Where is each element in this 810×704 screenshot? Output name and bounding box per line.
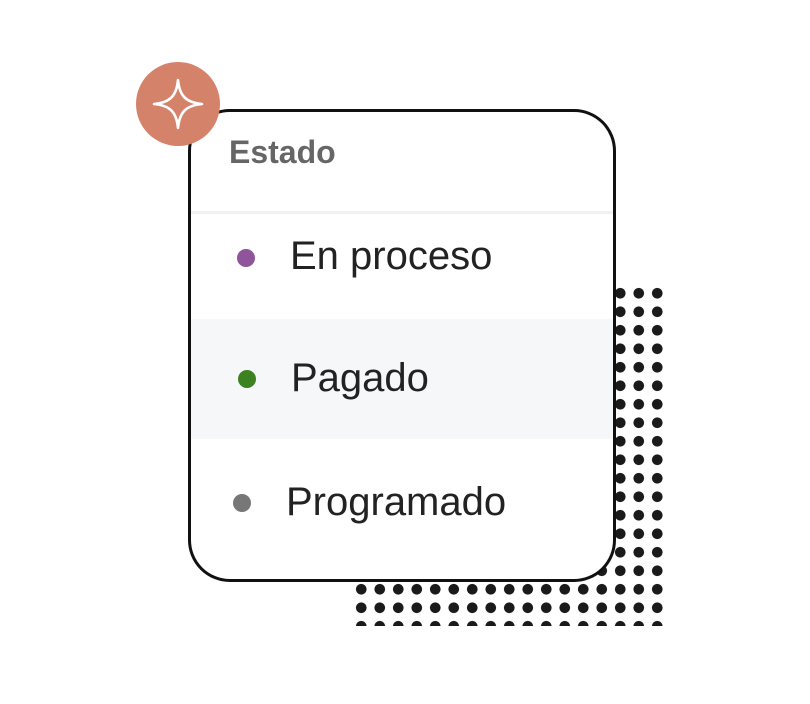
panel-title: Estado: [229, 134, 336, 170]
status-option-label: Programado: [286, 480, 507, 524]
status-dot-green: [238, 370, 256, 388]
status-dot-gray: [233, 494, 251, 512]
status-dot-purple: [237, 249, 255, 267]
status-option-programado[interactable]: Programado: [191, 439, 613, 559]
status-option-label: En proceso: [290, 234, 493, 278]
status-option-pagado[interactable]: Pagado: [191, 319, 613, 439]
panel-header: Estado: [191, 112, 613, 214]
status-option-en-proceso[interactable]: En proceso: [191, 217, 613, 319]
sparkle-badge: [136, 62, 220, 146]
status-option-label: Pagado: [291, 356, 429, 400]
status-dropdown-panel: Estado En proceso Pagado Programado: [188, 109, 616, 582]
sparkle-icon: [152, 78, 204, 130]
